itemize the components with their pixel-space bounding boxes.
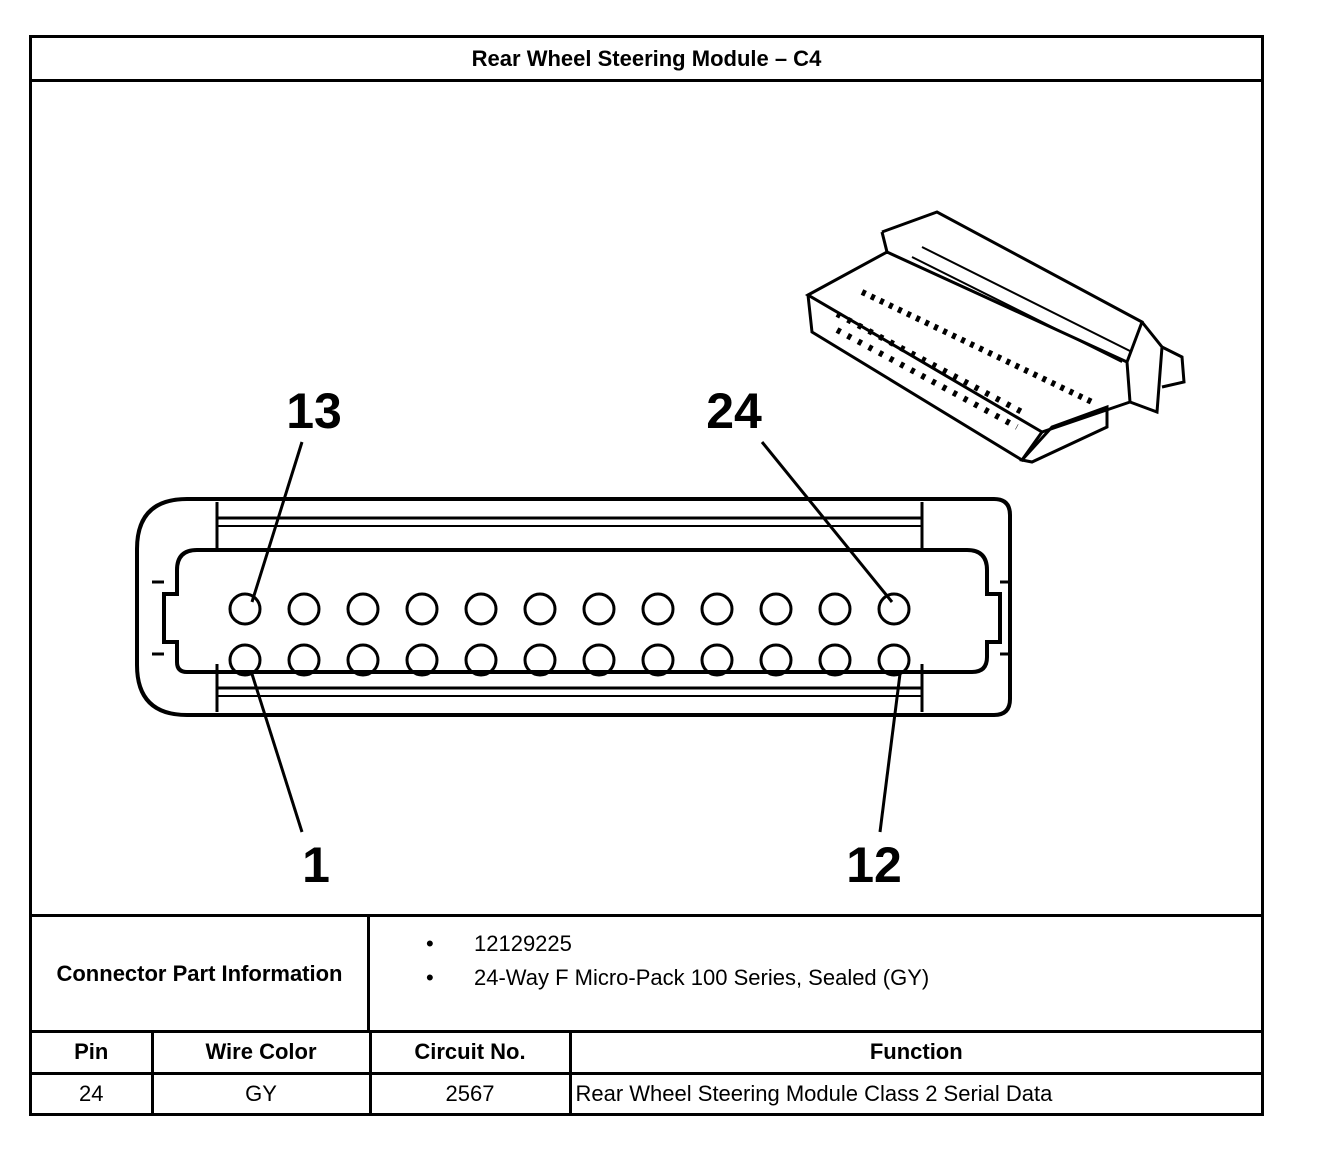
- pin-callout-24: 24: [706, 383, 762, 439]
- pin-cavity: [818, 643, 852, 677]
- pin-cavity: [405, 643, 439, 677]
- connector-sheet: Rear Wheel Steering Module – C4: [29, 35, 1264, 1116]
- pin-cavity: [582, 643, 616, 677]
- connector-part-info-label: Connector Part Information: [32, 917, 370, 1030]
- leader-line-13: [250, 441, 304, 603]
- pin-cavity: [346, 643, 380, 677]
- pin-grid: [228, 592, 911, 677]
- pin-cavity: [818, 592, 852, 626]
- pin-cavity: [346, 592, 380, 626]
- cell-function: Rear Wheel Steering Module Class 2 Seria…: [568, 1071, 1261, 1113]
- cell-circuit-no: 2567: [368, 1071, 572, 1113]
- part-number: 12129225: [474, 931, 572, 956]
- pin-cavity: [641, 643, 675, 677]
- pin-cavity: [700, 592, 734, 626]
- connector-diagram: 13 24 1 12: [32, 82, 1261, 914]
- pin-callout-13: 13: [286, 383, 342, 439]
- pin-cavity: [287, 592, 321, 626]
- pin-cavity: [464, 643, 498, 677]
- pin-callout-1: 1: [302, 837, 330, 893]
- header-pin: Pin: [32, 1033, 154, 1075]
- pin-cavity: [405, 592, 439, 626]
- pin-cavity: [877, 643, 911, 677]
- bullet-icon: •: [426, 931, 434, 956]
- leader-line-24: [760, 441, 894, 603]
- cell-pin: 24: [32, 1071, 154, 1113]
- leader-line-1: [250, 673, 304, 833]
- leader-line-12: [878, 673, 902, 833]
- table-row: 24 GY 2567 Rear Wheel Steering Module Cl…: [32, 1071, 1261, 1113]
- pin-cavity: [523, 643, 557, 677]
- part-info-item: • 12129225: [370, 929, 1261, 963]
- pin-cavity: [523, 592, 557, 626]
- pin-table: Pin Wire Color Circuit No. Function 24 G…: [32, 1033, 1261, 1113]
- connector-isometric-illustration: [804, 210, 1186, 464]
- pin-callout-12: 12: [846, 837, 902, 893]
- connector-description: 24-Way F Micro-Pack 100 Series, Sealed (…: [474, 965, 930, 990]
- pin-cavity: [228, 592, 262, 626]
- part-info-item: • 24-Way F Micro-Pack 100 Series, Sealed …: [370, 963, 1261, 997]
- header-function: Function: [568, 1033, 1261, 1075]
- pin-cavity: [464, 592, 498, 626]
- connector-part-info-list: • 12129225 • 24-Way F Micro-Pack 100 Serie…: [370, 917, 1261, 1042]
- pin-cavity: [287, 643, 321, 677]
- pin-cavity: [700, 643, 734, 677]
- pin-cavity: [877, 592, 911, 626]
- cell-wire-color: GY: [150, 1071, 372, 1113]
- pin-cavity: [582, 592, 616, 626]
- pin-cavity: [641, 592, 675, 626]
- connector-face-drawing: 13 24 1 12: [135, 210, 1186, 893]
- pin-table-header-row: Pin Wire Color Circuit No. Function: [32, 1033, 1261, 1075]
- connector-housing-outline: [135, 497, 1012, 717]
- sheet-title: Rear Wheel Steering Module – C4: [32, 38, 1261, 82]
- bullet-icon: •: [426, 965, 434, 990]
- pin-cavity: [228, 643, 262, 677]
- pin-cavity: [759, 643, 793, 677]
- pin-cavity: [759, 592, 793, 626]
- pin-cavity-block: [162, 548, 1002, 674]
- header-circuit-no: Circuit No.: [368, 1033, 572, 1075]
- header-wire-color: Wire Color: [150, 1033, 372, 1075]
- connector-part-info-row: Connector Part Information • 12129225 • 24…: [32, 914, 1261, 1033]
